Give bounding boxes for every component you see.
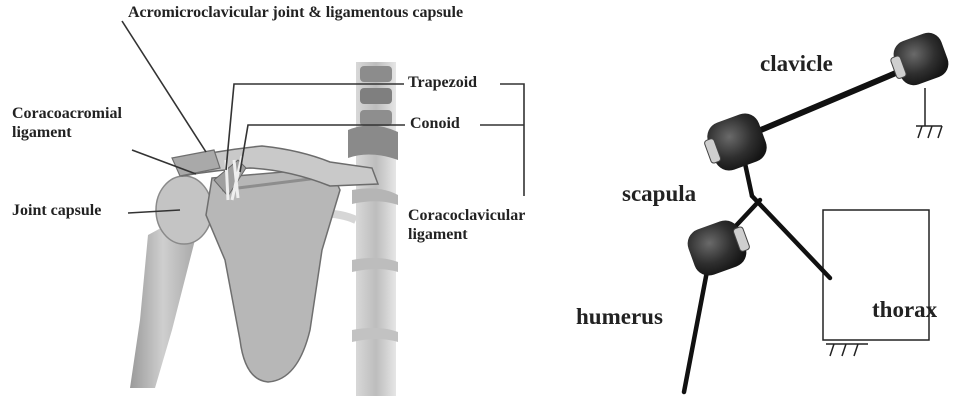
thorax-ground-hatch <box>826 344 868 356</box>
thorax-label: thorax <box>872 298 937 322</box>
sternoclavicular-joint <box>890 29 953 89</box>
acromioclavicular-joint <box>703 109 771 174</box>
glenohumeral-joint <box>683 216 750 280</box>
scapula-label: scapula <box>622 182 696 206</box>
clavicle-label: clavicle <box>760 52 833 76</box>
humerus-label: humerus <box>576 305 663 329</box>
sternum-ground-hatch <box>916 88 942 138</box>
